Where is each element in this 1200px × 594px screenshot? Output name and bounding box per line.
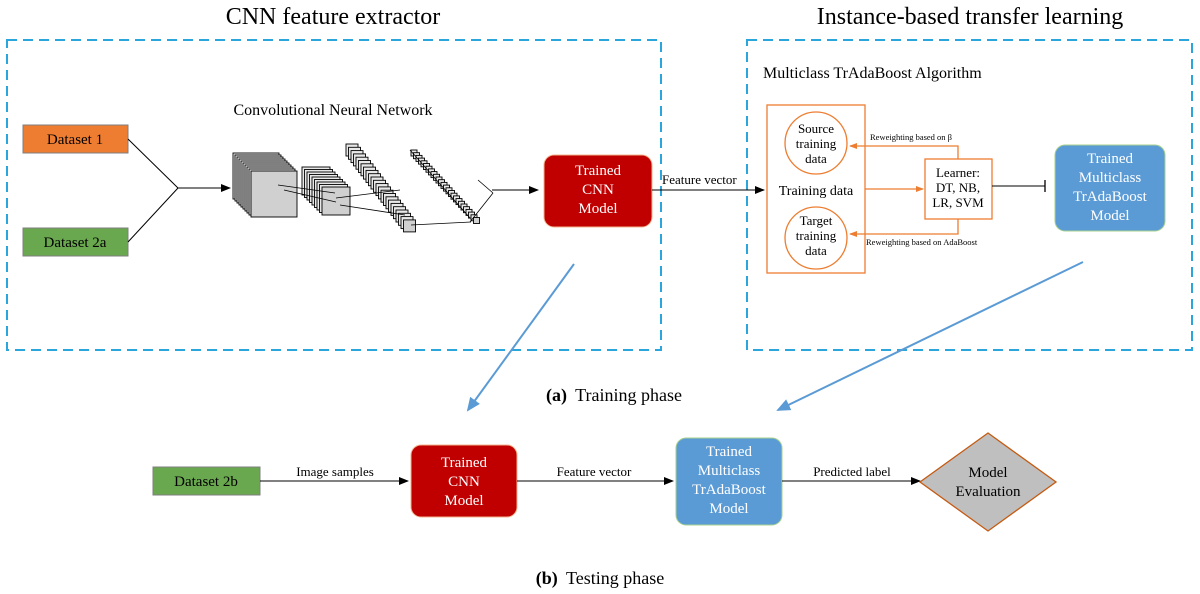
learner-line2: DT, NB,: [936, 180, 980, 195]
reweight-adaboost-label: Reweighting based on AdaBoost: [866, 237, 978, 247]
cnn-layer-stack-1: [232, 152, 298, 218]
test-trada-line1: Trained: [706, 444, 753, 460]
cnn-layer-stack-3: [345, 143, 416, 233]
trada-transfer-arrow: [776, 261, 1084, 411]
model-eval-line2: Evaluation: [956, 484, 1021, 500]
transfer-region-border: [746, 39, 1193, 351]
merge-line-top: [127, 138, 179, 189]
dataset2a-box: Dataset 2a: [22, 227, 129, 257]
trained-cnn-model-testing: Trained CNN Model: [410, 444, 518, 518]
cnn-feature-map: [250, 170, 298, 218]
cnn-network-graphic: [232, 143, 494, 233]
cnn-layer-stack-4: [410, 149, 480, 224]
reweight-adaboost-loop: [849, 219, 959, 237]
dataset1-label: Dataset 1: [47, 132, 103, 148]
trained-trada-model-testing: Trained Multiclass TrAdaBoost Model: [675, 437, 783, 526]
dataset2b-label: Dataset 2b: [174, 474, 238, 490]
trained-trada-line3: TrAdaBoost: [1073, 189, 1147, 205]
title-instance-transfer: Instance-based transfer learning: [817, 4, 1124, 30]
learner-line3: LR, SVM: [932, 195, 984, 210]
target-line3: data: [805, 243, 827, 258]
cnn-feature-map: [473, 217, 480, 224]
phase-a-caption: (a) Training phase: [546, 385, 682, 406]
target-line2: training: [796, 228, 837, 243]
source-line1: Source: [798, 121, 834, 136]
cnn-feature-map: [403, 219, 416, 233]
predicted-label-text: Predicted label: [813, 464, 891, 479]
phase-a-letter: (a): [546, 385, 567, 406]
dataset2a-label: Dataset 2a: [44, 235, 107, 251]
test-cnn-line2: CNN: [448, 474, 480, 490]
cnn-layer-stack-2: [301, 166, 351, 216]
test-trada-line4: Model: [709, 501, 748, 517]
target-line1: Target: [800, 213, 833, 228]
source-training-data-circle: [784, 111, 848, 175]
trained-trada-line4: Model: [1090, 208, 1129, 224]
cnn-label: Convolutional Neural Network: [233, 102, 432, 119]
cnn-region-border: [6, 39, 662, 351]
trained-cnn-line1: Trained: [575, 163, 622, 179]
test-cnn-line1: Trained: [441, 455, 488, 471]
cnn-feature-map: [321, 186, 351, 216]
training-data-label: Training data: [779, 184, 854, 199]
multiclass-trada-title: Multiclass TrAdaBoost Algorithm: [763, 65, 982, 82]
feature-vector-label-testing: Feature vector: [557, 464, 632, 479]
feature-vector-label-training: Feature vector: [662, 172, 737, 187]
phase-b-caption: (b) Testing phase: [536, 568, 664, 589]
trained-trada-line1: Trained: [1087, 151, 1134, 167]
test-cnn-line3: Model: [444, 493, 483, 509]
trained-cnn-model-training: Trained CNN Model: [543, 154, 653, 228]
cnn-transfer-arrow: [466, 263, 575, 412]
target-training-data-circle: [784, 206, 848, 270]
model-eval-line1: Model: [968, 465, 1007, 481]
phase-b-text: Testing phase: [566, 568, 664, 588]
phase-a-text: Training phase: [575, 385, 682, 405]
model-evaluation-diamond: Model Evaluation: [918, 432, 1058, 532]
source-line3: data: [805, 151, 827, 166]
test-trada-line2: Multiclass: [698, 463, 761, 479]
merge-line-bottom: [127, 187, 179, 243]
reweight-beta-label: Reweighting based on β: [870, 132, 952, 142]
title-cnn-feature-extractor: CNN feature extractor: [226, 4, 441, 30]
dataset1-box: Dataset 1: [22, 124, 129, 154]
trained-trada-line2: Multiclass: [1079, 170, 1142, 186]
trained-cnn-line3: Model: [578, 201, 617, 217]
test-trada-line3: TrAdaBoost: [692, 482, 766, 498]
image-samples-label: Image samples: [296, 464, 374, 479]
phase-b-letter: (b): [536, 568, 558, 589]
dataset2b-box: Dataset 2b: [152, 466, 261, 496]
source-line2: training: [796, 136, 837, 151]
trained-trada-model-training: Trained Multiclass TrAdaBoost Model: [1054, 144, 1166, 232]
learner-line1: Learner:: [936, 165, 980, 180]
trained-cnn-line2: CNN: [582, 182, 614, 198]
reweight-beta-loop: [849, 143, 959, 159]
learner-box: Learner: DT, NB, LR, SVM: [924, 158, 993, 220]
